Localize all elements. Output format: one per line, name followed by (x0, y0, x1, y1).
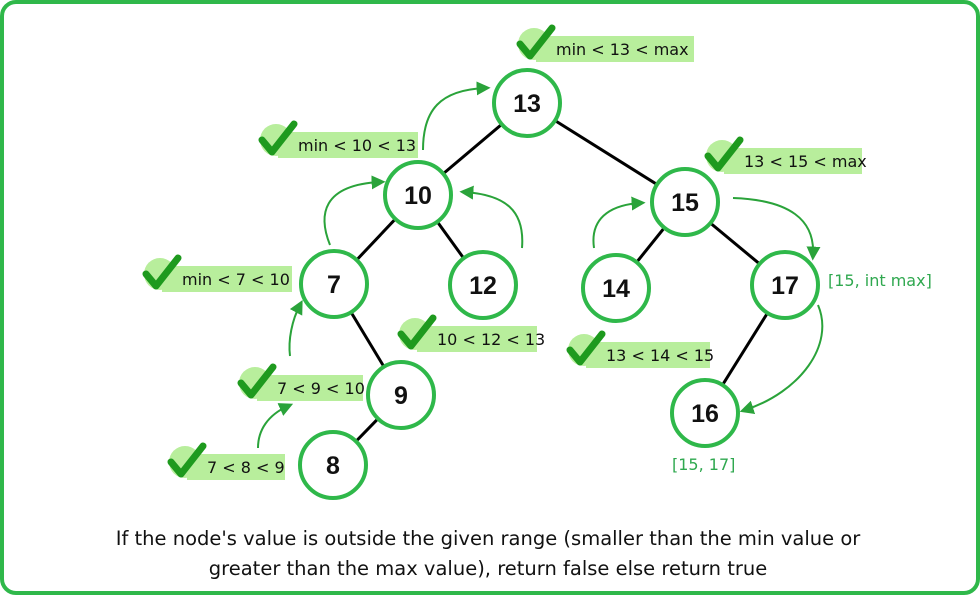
node-value: 16 (691, 400, 719, 428)
node-circle (581, 253, 651, 323)
node-circle (650, 167, 720, 237)
node-17: 17 (750, 250, 820, 320)
check-label-background (536, 36, 694, 62)
check-label-background (417, 326, 537, 352)
check-mark-icon (237, 363, 277, 399)
check-label-text: 7 < 9 < 10 (277, 379, 365, 398)
node-value: 14 (602, 275, 630, 303)
check-label-8: 7 < 8 < 9 (167, 442, 285, 480)
arrow-9-to-7 (288, 300, 303, 357)
node-value: 10 (404, 182, 432, 210)
node-circle (750, 250, 820, 320)
node-12: 12 (448, 250, 518, 320)
check-label-text: min < 13 < max (556, 40, 689, 59)
check-label-background (724, 148, 862, 174)
arrow-12-to-10 (459, 185, 524, 249)
node-value: 13 (513, 90, 541, 118)
check-label-13: min < 13 < max (516, 24, 694, 62)
node-value: 7 (327, 271, 341, 299)
range-label-17: [15, int max] (828, 271, 932, 290)
node-value: 9 (394, 382, 408, 410)
node-16: 16 (670, 378, 740, 448)
tree-nodes: 13 10 15 7 12 14 17 9 8 16 (298, 68, 820, 500)
check-mark-icon (566, 330, 606, 366)
arrow-17-to-16 (739, 304, 824, 415)
check-label-text: 13 < 15 < max (744, 152, 867, 171)
check-label-background (586, 342, 710, 368)
check-label-10: min < 10 < 13 (258, 120, 418, 158)
node-9: 9 (366, 360, 436, 430)
node-circle (366, 360, 436, 430)
check-mark-icon (516, 24, 556, 60)
check-label-12: 10 < 12 < 13 (397, 314, 545, 352)
check-label-background (187, 454, 285, 480)
node-7: 7 (299, 249, 369, 319)
node-circle (670, 378, 740, 448)
node-circle (298, 430, 368, 500)
check-label-text: 10 < 12 < 13 (437, 330, 545, 349)
check-label-background (278, 132, 418, 158)
arrow-7-to-10 (323, 175, 386, 246)
arrow-15-to-17 (732, 197, 821, 261)
check-label-14: 13 < 14 < 15 (566, 330, 714, 368)
check-label-text: min < 10 < 13 (298, 136, 416, 155)
node-13: 13 (492, 68, 562, 138)
check-label-text: 13 < 14 < 15 (606, 346, 714, 365)
check-mark-icon (167, 442, 207, 478)
node-circle (492, 68, 562, 138)
traversal-arrows (257, 81, 824, 449)
check-mark-icon (142, 254, 182, 290)
check-labels: min < 13 < max min < 10 < 13 13 < 15 < max… (142, 24, 867, 480)
node-circle (299, 249, 369, 319)
arrow-8-to-9 (257, 403, 294, 449)
check-label-background (162, 266, 292, 292)
caption-line-1: If the node's value is outside the given… (116, 527, 862, 550)
check-mark-icon (397, 314, 437, 350)
node-value: 17 (771, 272, 799, 300)
node-circle (448, 250, 518, 320)
check-label-15: 13 < 15 < max (704, 136, 867, 174)
node-8: 8 (298, 430, 368, 500)
check-mark-icon (258, 120, 298, 156)
node-value: 15 (671, 189, 699, 217)
node-15: 15 (650, 167, 720, 237)
range-label-16: [15, 17] (672, 455, 735, 474)
check-label-background (257, 375, 363, 401)
node-value: 12 (469, 272, 497, 300)
check-label-text: 7 < 8 < 9 (207, 458, 285, 477)
node-14: 14 (581, 253, 651, 323)
arrow-14-to-15 (592, 196, 646, 249)
node-circle (383, 160, 453, 230)
check-mark-icon (704, 136, 744, 172)
arrow-10-to-13 (422, 81, 491, 151)
check-label-7: min < 7 < 10 (142, 254, 292, 292)
node-value: 8 (326, 452, 340, 480)
node-10: 10 (383, 160, 453, 230)
check-label-text: min < 7 < 10 (182, 270, 290, 289)
check-label-9: 7 < 9 < 10 (237, 363, 365, 401)
caption-line-2: greater than the max value), return fals… (209, 557, 767, 580)
